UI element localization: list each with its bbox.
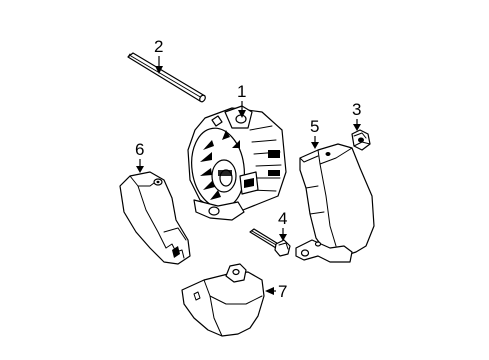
alternator-ribs — [249, 125, 282, 192]
part-3-nut[interactable] — [351, 129, 371, 151]
arrow-down-icon — [279, 234, 287, 241]
part-1-alternator[interactable] — [187, 105, 287, 221]
arrow-down-icon — [353, 124, 361, 131]
callout-2: 2 — [154, 37, 163, 74]
callout-4: 4 — [278, 209, 287, 241]
alternator-fins — [200, 130, 240, 200]
callout-label-7: 7 — [278, 282, 287, 301]
part-6-cover[interactable] — [119, 171, 191, 265]
arrow-down-icon — [238, 110, 246, 118]
callout-label-6: 6 — [135, 140, 144, 159]
part-2-stud[interactable] — [127, 52, 206, 103]
arrow-down-icon — [136, 166, 144, 173]
callout-label-2: 2 — [154, 37, 163, 56]
callout-5: 5 — [310, 117, 319, 149]
arrow-left-icon — [265, 287, 274, 295]
callout-label-3: 3 — [352, 100, 361, 119]
callout-7: 7 — [265, 282, 287, 301]
part-5-shield[interactable] — [295, 143, 375, 263]
arrow-down-icon — [311, 142, 319, 149]
callout-1: 1 — [237, 82, 246, 118]
callout-6: 6 — [135, 140, 144, 173]
callout-label-4: 4 — [278, 209, 287, 228]
part-7-lower-shield[interactable] — [181, 263, 265, 337]
arrow-down-icon — [155, 66, 163, 74]
callout-label-5: 5 — [310, 117, 319, 136]
callout-label-1: 1 — [237, 82, 246, 101]
part-4-bolt[interactable] — [249, 228, 291, 257]
callout-3: 3 — [352, 100, 361, 131]
